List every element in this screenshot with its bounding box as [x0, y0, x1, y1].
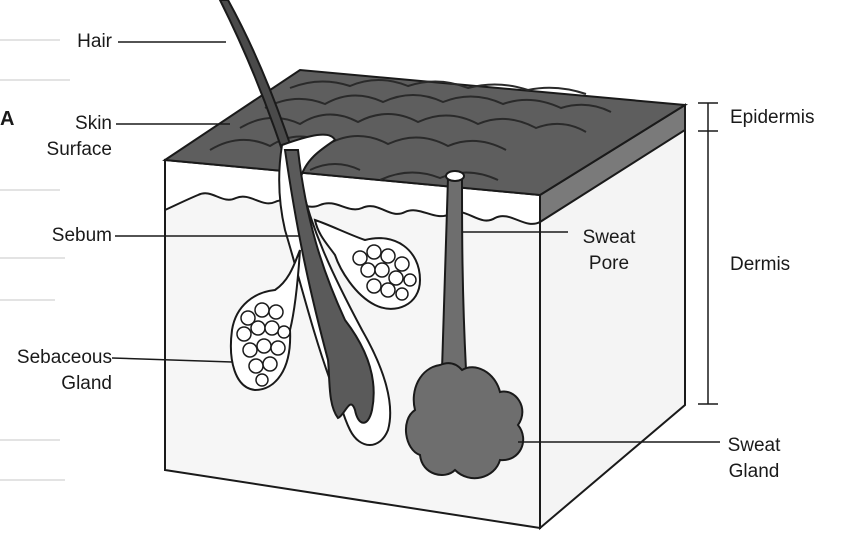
- background-page-texture: [0, 39, 70, 481]
- label-sweat-gland-line2: Gland: [728, 461, 780, 482]
- skin-surface-pattern: [209, 79, 612, 181]
- label-sebum: Sebum: [51, 225, 112, 246]
- label-sebaceous-line2: Gland: [61, 373, 112, 394]
- sebaceous-leader: [111, 357, 233, 363]
- label-sweat-gland-line1: Sweat: [727, 435, 781, 456]
- hair-root: [283, 149, 375, 424]
- label-hair: Hair: [77, 31, 112, 52]
- sweat-pore: [445, 170, 465, 182]
- label-sweat-pore-line1: Sweat: [582, 227, 636, 248]
- label-epidermis: Epidermis: [730, 107, 815, 128]
- sebaceous-gland-lower: [229, 249, 301, 392]
- sebaceous-gland-upper: [313, 218, 422, 310]
- label-sebaceous-line1: Sebaceous: [16, 347, 112, 368]
- panel-letter: A: [0, 108, 15, 130]
- label-sweat-pore-line2: Pore: [588, 253, 630, 274]
- sweat-gland: [404, 362, 525, 480]
- label-skin-surface-line2: Surface: [46, 139, 112, 160]
- leader-lines: [111, 41, 720, 443]
- label-dermis: Dermis: [730, 254, 791, 275]
- label-skin-surface-line1: Skin: [75, 113, 112, 134]
